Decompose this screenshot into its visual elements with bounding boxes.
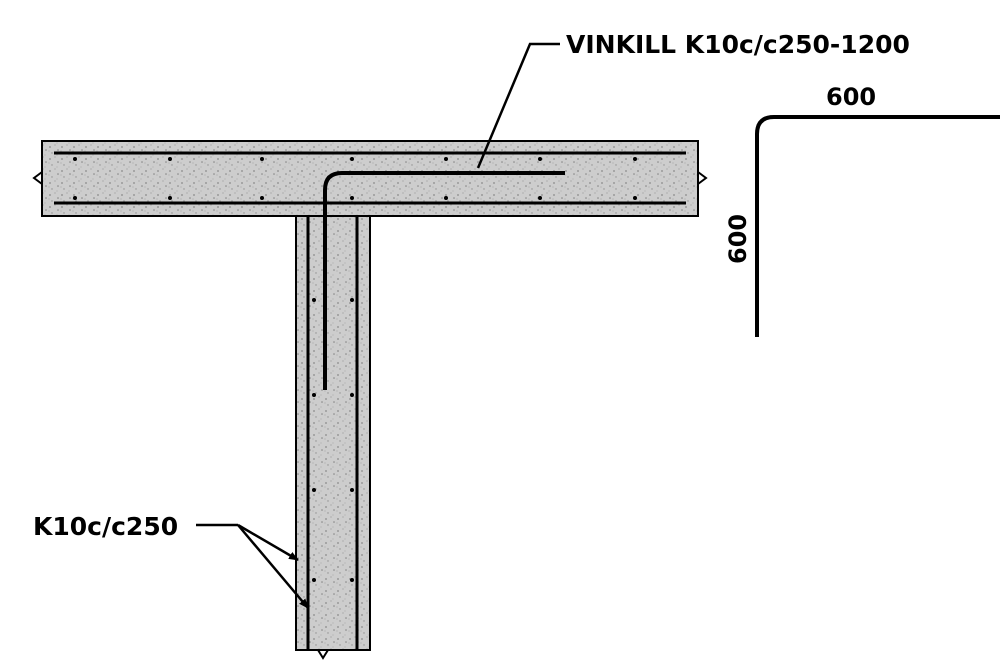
wall-rebar-label: K10c/c250 [33,512,178,541]
wall-break-icon [317,649,329,660]
angle-rebar [323,171,565,390]
concrete-wall [295,215,371,660]
concrete-slab [32,140,708,217]
angle-rebar-leader [476,42,560,169]
slab-break-right-icon [697,171,708,185]
slab-distribution-bars [73,157,637,200]
bar-shape-horizontal-dim: 600 [826,83,876,111]
bar-shape-vertical-dim: 600 [724,214,752,264]
bar-shape-detail: 600 600 [724,83,1000,337]
wall-distribution-bars [312,298,354,582]
slab-break-left-icon [32,171,43,185]
angle-rebar-label: VINKILL K10c/c250-1200 [566,30,910,59]
bar-shape-line [755,115,1000,337]
wall-rebar-leader [196,523,309,609]
